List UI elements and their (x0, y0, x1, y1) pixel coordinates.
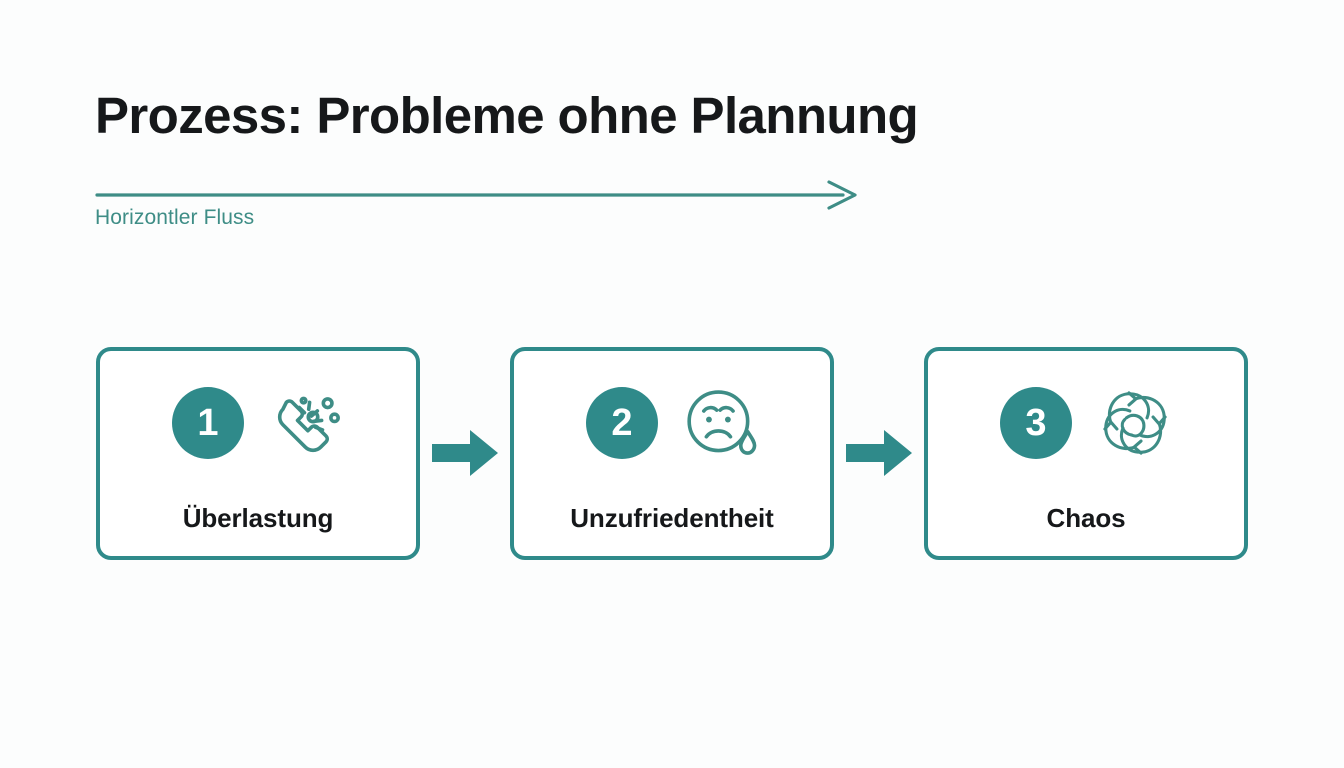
step-label-2: Unzufriedentheit (570, 502, 774, 533)
step-label-1: Überlastung (182, 502, 334, 533)
connector-arrow-1 (428, 425, 502, 481)
step-card-3-header: 3 (928, 373, 1244, 473)
step-card-1[interactable]: 1 (96, 346, 420, 560)
long-right-arrow-icon (95, 180, 857, 210)
step-number-badge-2: 2 (586, 386, 658, 459)
sad-face-with-tear-icon (678, 380, 764, 466)
slide-header: Prozess: Probleme ohne Plannung (95, 88, 1255, 143)
step-card-1-header: 1 (100, 373, 416, 473)
slide-subtitle: Horizontler Fluss (95, 206, 255, 229)
step-number-badge-1: 1 (172, 386, 244, 459)
right-arrow-icon (432, 430, 498, 476)
tangled-arrows-knot-icon (1092, 380, 1178, 466)
step-card-2-header: 2 (514, 373, 830, 473)
connector-arrow-2 (842, 425, 916, 481)
step-card-3[interactable]: 3 (924, 346, 1248, 560)
right-arrow-icon (846, 430, 912, 476)
process-flow-row: 1 (96, 345, 1248, 561)
step-label-3: Chaos (1046, 502, 1126, 533)
page-title: Prozess: Probleme ohne Plannung (95, 87, 919, 144)
ringing-phone-icon (264, 380, 350, 466)
flow-direction-arrow (95, 178, 865, 212)
step-number-badge-3: 3 (1000, 386, 1072, 459)
step-card-2[interactable]: 2 Unzufriedentheit (510, 346, 834, 560)
